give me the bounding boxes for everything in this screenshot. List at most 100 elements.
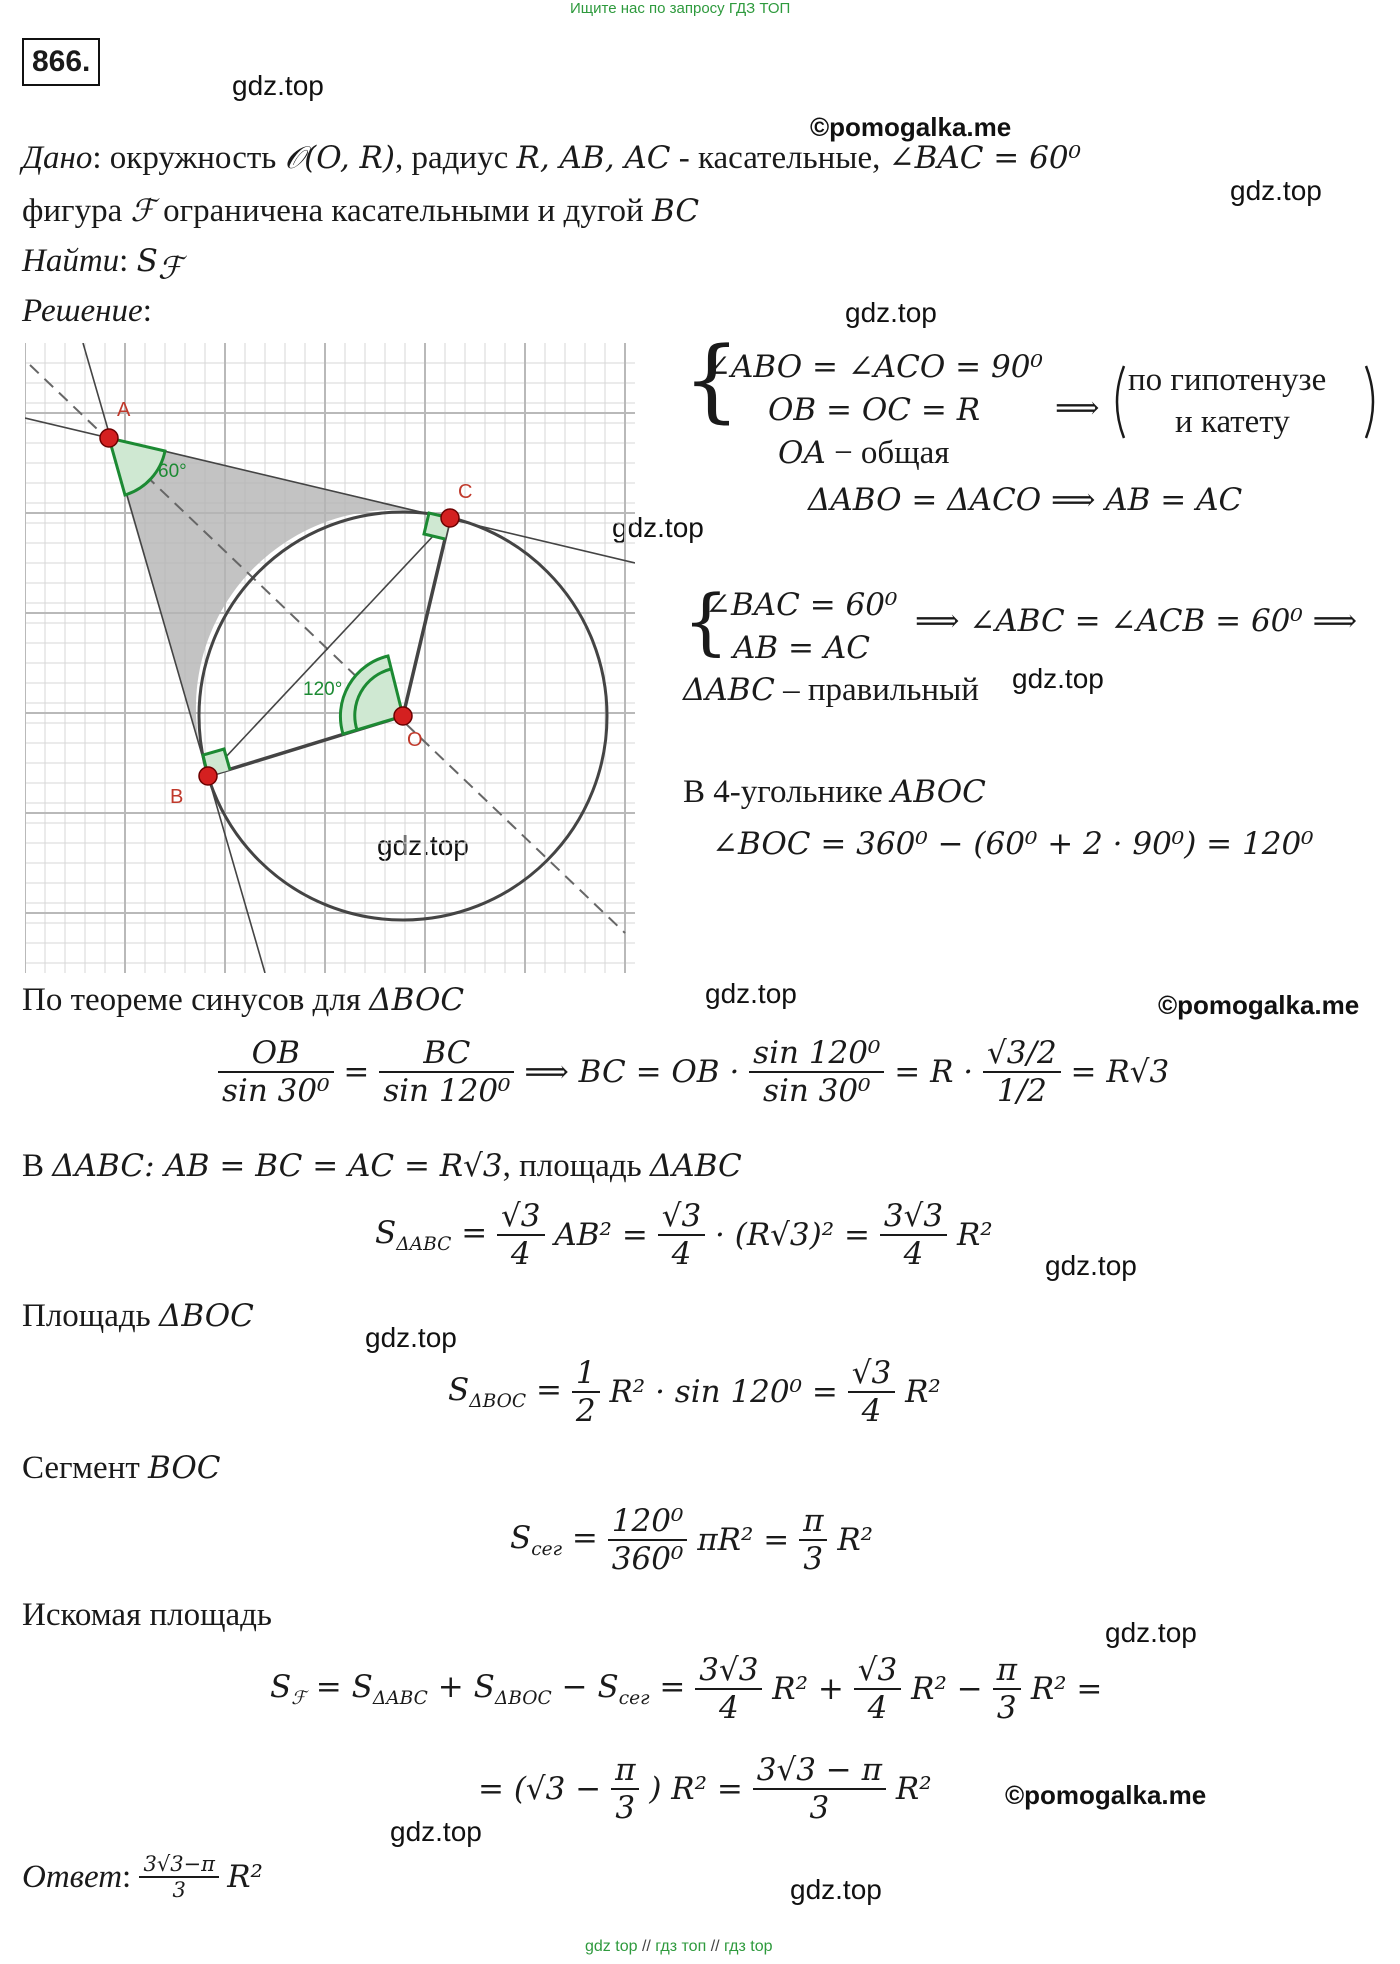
angle-O-label: 120° xyxy=(303,679,342,700)
point-O xyxy=(393,706,413,726)
angle-A-label: 60° xyxy=(158,461,187,482)
abc-math: ΔABC: AB = BC = AC = R√3 xyxy=(52,1148,503,1184)
operator: ) R² = xyxy=(649,1771,743,1807)
operator: R² xyxy=(956,1217,993,1253)
lhs: Sℱ = SΔABC + SΔBOC − Sсег = xyxy=(270,1668,686,1710)
watermark-gdz: gdz.top xyxy=(365,1322,457,1353)
abc-math: ΔABC xyxy=(649,1148,742,1184)
given-text: фигура xyxy=(22,193,131,229)
system1-line1: ∠ABO = ∠ACO = 90⁰ xyxy=(705,349,1043,385)
answer-label: Ответ xyxy=(22,1858,123,1895)
label-O: O xyxy=(407,729,423,751)
given-math: 𝒪(O, R) xyxy=(284,140,395,176)
segment-line: Сегмент BOC xyxy=(22,1450,221,1487)
quad-math: ABOC xyxy=(890,774,986,810)
operator: = xyxy=(343,1054,370,1090)
shaded-figure xyxy=(109,438,450,776)
lhs: SΔABC = xyxy=(375,1214,488,1256)
abc-text: , площадь xyxy=(502,1148,650,1184)
lhs: SΔBOC = xyxy=(448,1371,563,1413)
quad-angle: ∠BOC = 360⁰ − (60⁰ + 2 · 90⁰) = 120⁰ xyxy=(712,826,1314,862)
operator: ⟹ BC = OB · xyxy=(524,1054,740,1090)
answer-end: R² xyxy=(227,1859,263,1895)
find-line: Найти: Sℱ xyxy=(22,243,182,287)
watermark-gdz: gdz.top xyxy=(1105,1617,1197,1648)
system2-result-text: – правильный xyxy=(774,672,979,708)
label-C: C xyxy=(458,481,472,503)
system1-line3: OA − общая xyxy=(778,435,949,472)
operator: = R · xyxy=(894,1054,974,1090)
watermark-gdz: gdz.top xyxy=(232,70,324,101)
operator: R² − xyxy=(911,1671,983,1707)
footer-separator: // xyxy=(641,1938,651,1955)
point-C xyxy=(440,508,460,528)
point-A xyxy=(99,428,119,448)
find-label: Найти xyxy=(22,243,120,279)
quad-text: В 4-угольнике xyxy=(683,774,891,810)
point-B xyxy=(198,766,218,786)
watermark-gdz: gdz.top xyxy=(705,978,797,1009)
operator: R² xyxy=(905,1374,941,1410)
given-line-1: Дано: окружность 𝒪(O, R), радиус R, AB, … xyxy=(22,140,1081,177)
paren-left xyxy=(1115,365,1126,439)
footer-separator: // xyxy=(710,1938,720,1955)
given-text: , радиус xyxy=(394,140,517,176)
watermark-pomogalka: ©pomogalka.me xyxy=(810,112,1012,142)
label-B: B xyxy=(170,786,183,808)
given-math: ℱ xyxy=(130,193,155,229)
operator: = R√3 xyxy=(1070,1054,1170,1090)
given-math: ∠BAC = 60⁰ xyxy=(888,140,1082,176)
sines-text: По теореме синусов для xyxy=(22,982,370,1018)
given-label: Дано xyxy=(22,140,93,176)
given-line-2: фигура ℱ ограничена касательными и дугой… xyxy=(22,193,699,230)
solution-label-line: Решение: xyxy=(22,293,152,330)
system1-paren-line2: и катету xyxy=(1175,404,1290,440)
system2-implication: ⟹ ∠ABC = ∠ACB = 60⁰ ⟹ xyxy=(915,603,1358,639)
operator: AB² = xyxy=(554,1217,648,1253)
given-math: BC xyxy=(651,193,700,229)
top-banner[interactable]: Ищите нас по запросу ГДЗ ТОП xyxy=(570,0,791,17)
system2-brace: { xyxy=(683,579,729,663)
segment-text: Сегмент xyxy=(22,1450,149,1486)
footer-link[interactable]: гдз топ xyxy=(655,1938,707,1955)
label-A: A xyxy=(117,399,131,421)
sines-line: По теореме синусов для ΔBOC xyxy=(22,982,464,1019)
operator: R² + xyxy=(772,1671,844,1707)
operator: R² xyxy=(837,1522,874,1558)
system2-line2: AB = AC xyxy=(733,630,870,666)
system1-line3-math: OA xyxy=(778,435,826,471)
watermark-gdz: gdz.top xyxy=(845,297,937,328)
watermark-gdz: gdz.top xyxy=(1012,663,1104,694)
system1-result: ΔABO = ΔACO ⟹ AB = AC xyxy=(808,482,1243,518)
given-math: R, AB, AC xyxy=(516,140,671,176)
paren-right xyxy=(1364,365,1375,439)
system1-arrow: ⟹ xyxy=(1055,390,1100,426)
total-text: Искомая площадь xyxy=(22,1597,272,1633)
system1-paren-line1: по гипотенузе xyxy=(1128,362,1327,398)
footer-link[interactable]: gdz top xyxy=(585,1938,638,1955)
system2-result: ΔABC – правильный xyxy=(683,672,979,709)
given-text: : окружность xyxy=(92,140,285,176)
footer-link[interactable]: гдз top xyxy=(724,1938,773,1955)
watermark-gdz: gdz.top xyxy=(612,512,704,543)
lhs: Sсег = xyxy=(510,1519,598,1561)
watermark-gdz: gdz.top xyxy=(390,1816,482,1847)
